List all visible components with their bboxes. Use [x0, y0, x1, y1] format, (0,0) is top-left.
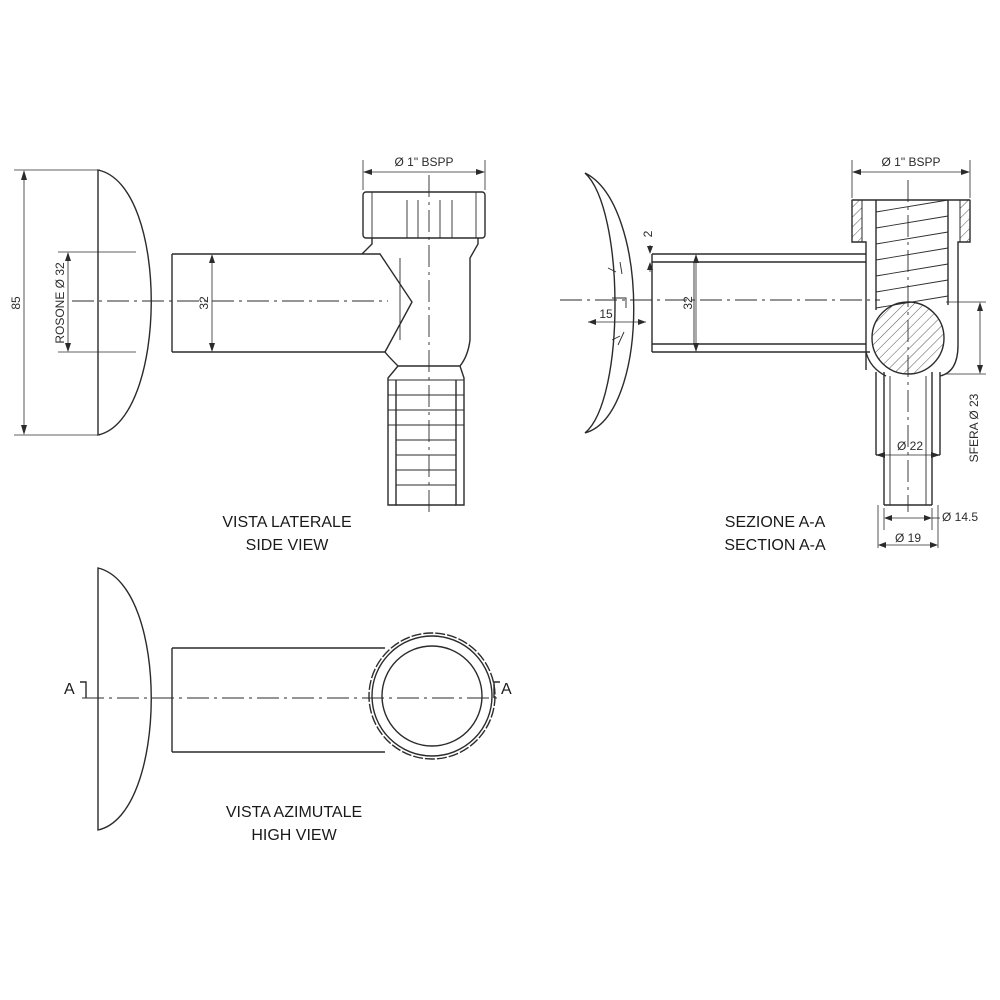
dim-pipe-section: 32: [681, 296, 695, 310]
side-view-title-en: SIDE VIEW: [246, 537, 330, 554]
top-nut-outer: [368, 632, 496, 760]
section-nut: [851, 199, 971, 377]
section-mark-left: A: [64, 681, 75, 698]
side-view: 85 ROSONE Ø 32 32 Ø 1" BSPP VISTA LATERA…: [9, 155, 486, 554]
side-nut: [362, 191, 486, 239]
top-view: A A VISTA AZIMUTALE HIGH VIEW: [64, 567, 512, 844]
dim-thread-section: Ø 1" BSPP: [882, 155, 941, 169]
dim-thread-side: Ø 1" BSPP: [395, 155, 454, 169]
dim-outlet-19: Ø 19: [895, 531, 921, 545]
side-elbow-body: [361, 235, 479, 367]
section-mark-right: A: [501, 681, 512, 698]
section-view-title-it: SEZIONE A-A: [725, 514, 826, 531]
top-view-title-en: HIGH VIEW: [251, 827, 337, 844]
dim-rosette-depth: 15: [599, 307, 613, 321]
top-rosette: [97, 567, 152, 831]
side-rosette: [97, 169, 152, 436]
top-nut-inner: [381, 645, 483, 747]
section-outlet: [875, 372, 941, 506]
dim-ball: SFERA Ø 23: [967, 393, 981, 462]
top-view-title-it: VISTA AZIMUTALE: [226, 804, 362, 821]
dim-outlet-22: Ø 22: [897, 439, 923, 453]
dim-wall-gap: 2: [641, 230, 655, 237]
dim-rosette: ROSONE Ø 32: [53, 262, 67, 344]
dim-pipe-side: 32: [197, 296, 211, 310]
section-rosette: [584, 172, 635, 434]
section-view: Ø 1" BSPP 32 2 15 SFERA Ø 23 Ø 22: [560, 155, 986, 554]
side-view-title-it: VISTA LATERALE: [222, 514, 351, 531]
section-view-title-en: SECTION A-A: [724, 537, 826, 554]
side-hose-barb: [387, 365, 465, 506]
dim-outlet-14-5: Ø 14.5: [942, 510, 978, 524]
dim-overall-height: 85: [9, 296, 23, 310]
